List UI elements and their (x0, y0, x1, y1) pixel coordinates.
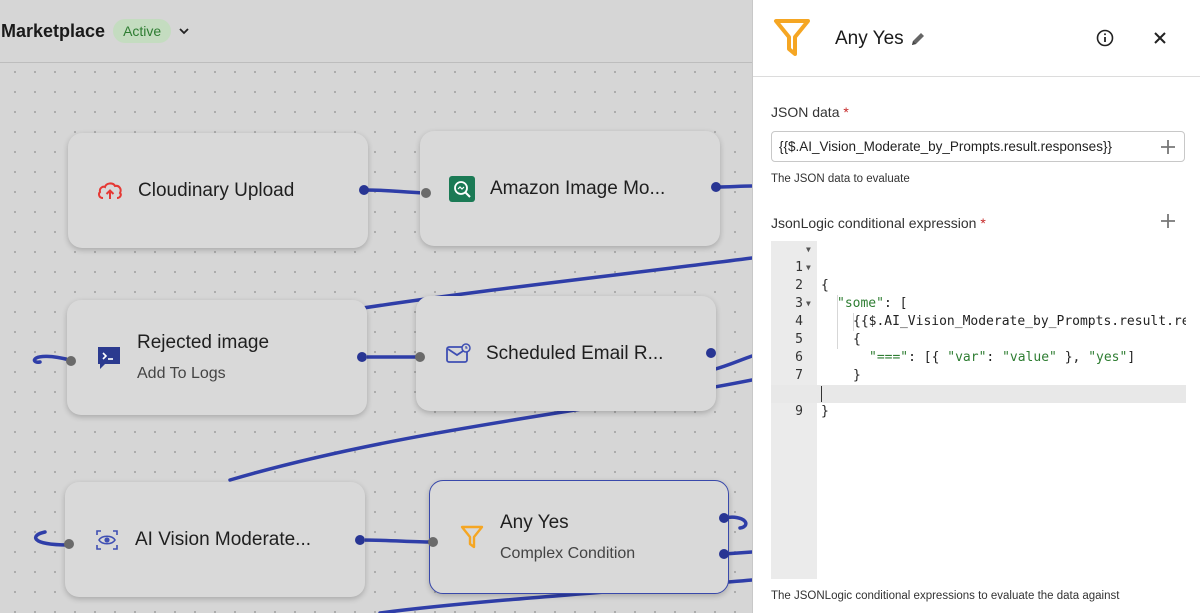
code-editor[interactable]: 1▼ { 2▼ "some": [ 3 {{$.AI_Vision_Modera… (771, 241, 1186, 579)
input-port[interactable] (66, 356, 76, 366)
output-port[interactable] (357, 352, 367, 362)
edge-rejected-loop (32, 354, 72, 364)
fold-arrow-icon[interactable]: ▼ (806, 263, 811, 272)
input-port[interactable] (64, 539, 74, 549)
workflow-canvas[interactable]: Marketplace Active Cloudinary Upload (0, 0, 752, 613)
output-port-false[interactable] (719, 549, 729, 559)
code-line-8: 8 } (795, 386, 829, 419)
output-port-true[interactable] (719, 513, 729, 523)
indent-guide (853, 313, 854, 331)
node-title: AI Vision Moderate... (135, 528, 312, 550)
node-amazon-image-moderation[interactable]: Amazon Image Mo... (420, 131, 720, 246)
node-title: Cloudinary Upload (138, 179, 295, 201)
node-subtitle: Add To Logs (137, 365, 226, 382)
required-mark: * (843, 104, 849, 120)
node-title: Any Yes (500, 511, 569, 533)
close-icon[interactable] (1152, 30, 1168, 46)
filter-icon (458, 523, 486, 551)
input-port[interactable] (421, 188, 431, 198)
node-title: Scheduled Email R... (486, 342, 664, 364)
expression-label: JsonLogic conditional expression * (771, 215, 986, 231)
insert-variable-plus-icon[interactable] (1160, 213, 1176, 229)
workflow-header: Marketplace Active (0, 0, 752, 63)
code-line-3: 3 {{$.AI_Vision_Moderate_by_Prompts.resu… (795, 296, 1186, 329)
code-line-4: 4▼ { (771, 295, 1186, 347)
panel-header: Any Yes (753, 0, 1200, 77)
fold-arrow-icon[interactable]: ▼ (806, 245, 811, 254)
json-data-input[interactable] (771, 131, 1185, 162)
input-port[interactable] (415, 352, 425, 362)
node-scheduled-email[interactable]: Scheduled Email R... (416, 296, 716, 411)
output-port[interactable] (359, 185, 369, 195)
node-rejected-image[interactable]: Rejected image Add To Logs (67, 300, 367, 415)
edit-pencil-icon[interactable] (910, 31, 926, 47)
info-icon[interactable] (1096, 29, 1114, 47)
edge-email-out (710, 354, 752, 372)
fold-arrow-icon[interactable]: ▼ (806, 299, 811, 308)
node-any-yes[interactable]: Any Yes Complex Condition (429, 480, 729, 594)
node-subtitle: Complex Condition (500, 544, 636, 562)
terminal-icon (95, 344, 123, 372)
code-line-7: 7 ] (795, 368, 845, 401)
panel-title[interactable]: Any Yes (835, 28, 904, 49)
workflow-title: Marketplace (1, 20, 106, 41)
filter-icon (774, 19, 810, 56)
expression-help: The JSONLogic conditional expressions to… (771, 590, 1120, 602)
node-ai-vision-moderate[interactable]: AI Vision Moderate... (65, 482, 365, 597)
image-search-icon (448, 175, 476, 203)
edge-aivision-loop (33, 530, 70, 547)
output-port[interactable] (706, 348, 716, 358)
json-data-help: The JSON data to evaluate (771, 173, 910, 185)
cloud-upload-icon (96, 177, 124, 205)
code-line-5: 5 "===": [{ "var": "value" }, "yes"] (795, 332, 1136, 365)
eye-scan-icon (93, 526, 121, 554)
edge-cloudinary-amazon (362, 188, 427, 195)
node-settings-panel: Any Yes JSON data * The JSON data to eva… (752, 0, 1200, 613)
required-mark: * (980, 215, 986, 231)
code-line-2: 2▼ "some": [ (771, 259, 1186, 311)
indent-guide (837, 295, 838, 349)
node-title: Rejected image (137, 332, 270, 353)
code-line-1: 1▼ { (771, 241, 1186, 293)
output-port[interactable] (355, 535, 365, 545)
chevron-down-icon[interactable] (177, 24, 191, 38)
node-cloudinary-upload[interactable]: Cloudinary Upload (68, 133, 368, 248)
code-line-6: 6 } (795, 350, 861, 383)
edge-amazon-out (714, 184, 752, 189)
json-data-label: JSON data * (771, 104, 849, 120)
edge-aivision-anyyes (358, 538, 434, 544)
insert-variable-plus-icon[interactable] (1160, 139, 1176, 155)
node-title: Amazon Image Mo... (490, 177, 666, 199)
line-gutter (771, 241, 817, 579)
output-port[interactable] (711, 182, 721, 192)
text-cursor (821, 386, 822, 402)
email-schedule-icon (444, 340, 472, 368)
status-badge[interactable]: Active (113, 19, 172, 43)
code-line-9: 9 (771, 385, 1186, 419)
input-port[interactable] (428, 537, 438, 547)
edge-diagonal-upper (348, 256, 752, 312)
